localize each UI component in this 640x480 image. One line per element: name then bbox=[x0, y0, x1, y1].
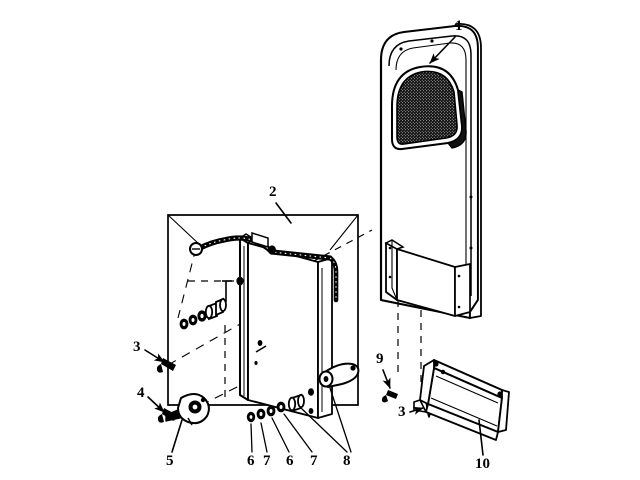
bushing bbox=[215, 297, 227, 317]
callout-6a: 6 bbox=[247, 453, 255, 469]
callout-6b: 6 bbox=[286, 453, 294, 469]
washer bbox=[188, 314, 198, 326]
callout-2: 2 bbox=[269, 184, 277, 200]
callout-leaders bbox=[144, 36, 484, 456]
dispenser-hose bbox=[189, 231, 339, 303]
dispenser-lever bbox=[318, 362, 360, 388]
nut bbox=[197, 310, 207, 322]
callout-7a: 7 bbox=[263, 453, 271, 469]
callout-1: 1 bbox=[455, 18, 463, 34]
nut bbox=[256, 408, 266, 420]
bushing bbox=[204, 301, 218, 321]
washer bbox=[246, 411, 256, 423]
callout-3a: 3 bbox=[133, 339, 141, 355]
bottom-fastener-row bbox=[246, 393, 305, 423]
nut bbox=[276, 401, 286, 413]
door-shelf-bracket bbox=[384, 239, 471, 317]
washer bbox=[266, 405, 276, 417]
door-grille-insert bbox=[391, 65, 467, 151]
callout-3b: 3 bbox=[398, 404, 406, 420]
assembly-projection-lines bbox=[188, 229, 422, 398]
inner-liner-box bbox=[167, 214, 359, 406]
callout-8: 8 bbox=[343, 453, 351, 469]
washer bbox=[179, 318, 189, 330]
callout-10: 10 bbox=[475, 456, 490, 472]
pin-part-9 bbox=[381, 390, 398, 403]
outer-door-panel bbox=[379, 23, 482, 320]
screw-lower-left bbox=[157, 408, 177, 423]
fastener-row bbox=[179, 297, 227, 330]
callout-7b: 7 bbox=[310, 453, 318, 469]
screw-upper-left bbox=[156, 358, 176, 373]
callout-5: 5 bbox=[166, 453, 174, 469]
callout-4: 4 bbox=[137, 385, 145, 401]
callout-9: 9 bbox=[376, 351, 384, 367]
